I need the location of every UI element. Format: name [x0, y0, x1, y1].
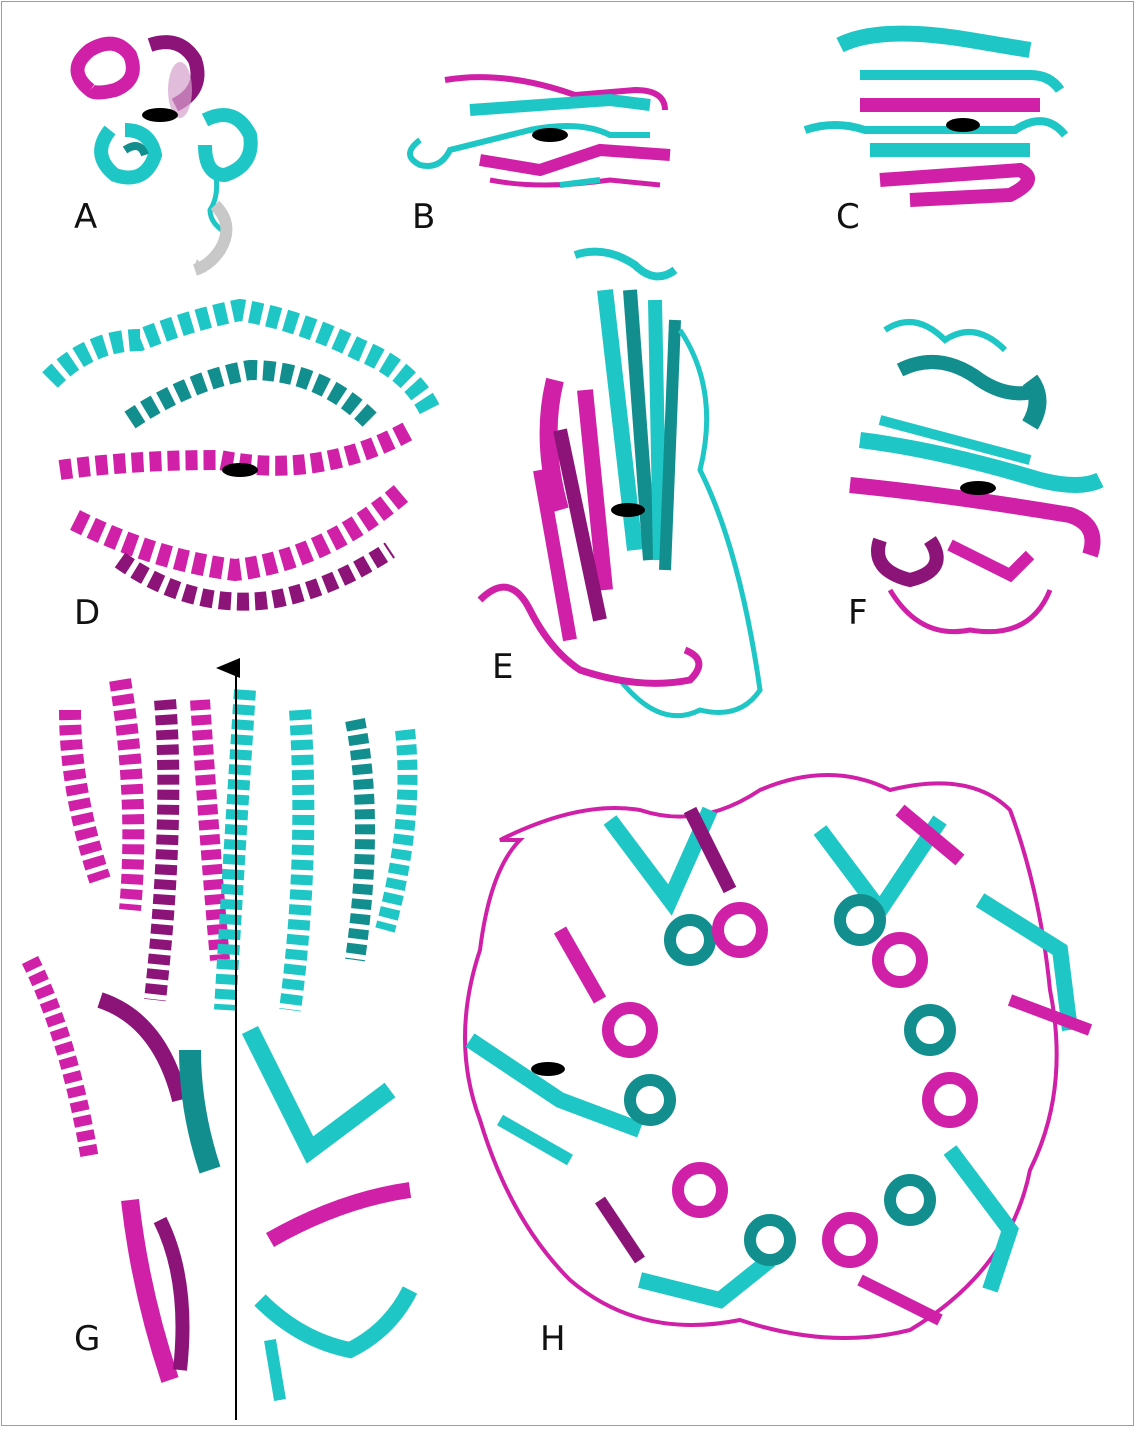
panel-a-structure — [78, 42, 251, 273]
panel-label-g: G — [74, 1322, 100, 1356]
panel-label-h: H — [540, 1322, 566, 1356]
panel-label-e: E — [492, 650, 513, 684]
panel-label-c: C — [836, 200, 860, 234]
panel-g-structure — [30, 668, 410, 1420]
panel-f-structure — [850, 322, 1100, 632]
panel-label-f: F — [848, 596, 868, 630]
panel-c-structure — [805, 34, 1065, 200]
panel-d-structure — [50, 310, 430, 602]
panel-label-a: A — [74, 200, 97, 234]
panel-label-d: D — [74, 596, 100, 630]
panel-h-structure — [465, 775, 1090, 1338]
panel-e-structure — [480, 252, 760, 716]
panel-label-b: B — [412, 200, 435, 234]
panel-b-structure — [410, 77, 670, 185]
